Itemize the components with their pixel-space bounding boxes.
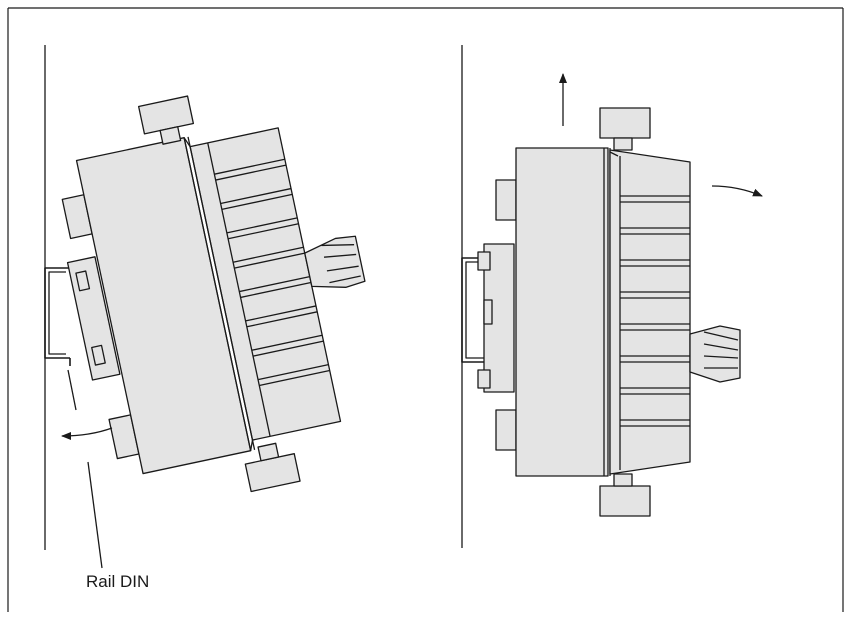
top-latch-right [599,107,651,139]
rotation-arrow-right [711,185,763,197]
device-tilted [61,95,366,493]
connector-left [304,235,366,288]
bottom-latch-right [599,485,651,517]
rail-din-label: Rail DIN [86,572,150,591]
rotation-arrow-left [61,427,113,440]
rail-leader-line [87,461,103,569]
cooling-ribs-right [620,195,690,427]
left-panel [44,45,366,569]
din-rail-left-inner [48,271,66,355]
cooling-ribs-left [207,142,330,437]
device-body-right [515,147,609,477]
bottom-latch-left [244,453,301,493]
page-frame [7,7,844,612]
din-rail-right [461,257,488,363]
top-latch-left [137,95,195,135]
right-panel [461,45,763,548]
din-rail-right-inner [465,261,484,359]
device-front-right [609,149,691,475]
